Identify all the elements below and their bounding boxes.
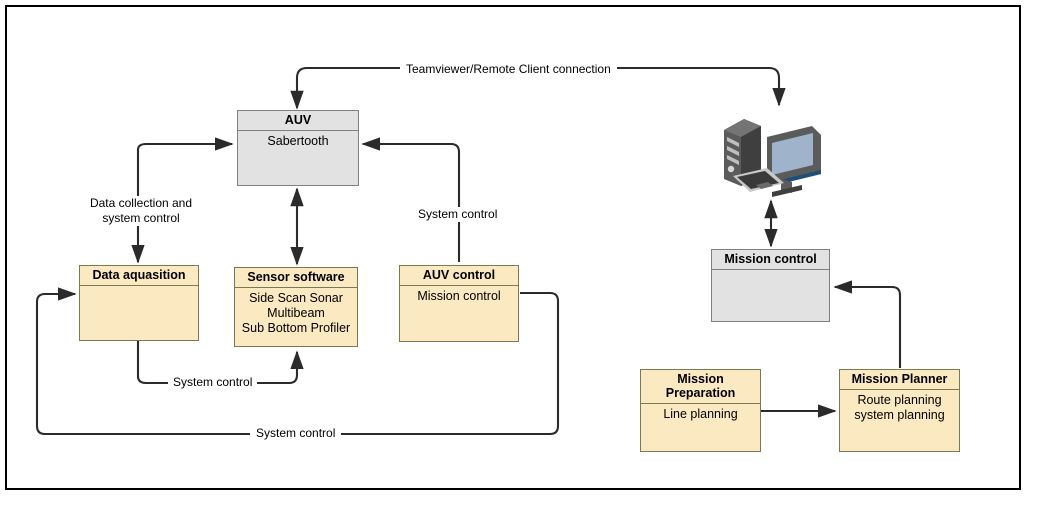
pc-monitor-icon	[767, 126, 821, 197]
pc-tower-icon	[724, 119, 761, 186]
node-mission-preparation[interactable]: Mission Preparation Line planning	[640, 369, 761, 452]
edge-label-system-control-bottom: System control	[250, 426, 342, 441]
pc-keyboard-icon	[733, 168, 784, 192]
edge-label-system-control-right: System control	[414, 207, 502, 222]
edge-label-data-collection: Data collection and system control	[75, 196, 207, 226]
node-mission-preparation-header: Mission Preparation	[641, 370, 760, 404]
node-mission-planner-body: Route planning system planning	[854, 393, 945, 422]
node-data-aquasition-header: Data aquasition	[80, 266, 198, 286]
node-sensor-software[interactable]: Sensor software Side Scan Sonar Multibea…	[234, 267, 358, 347]
node-auv-control-header: AUV control	[400, 266, 518, 286]
node-sensor-software-header: Sensor software	[235, 268, 357, 288]
node-mission-preparation-body: Line planning	[663, 407, 738, 421]
edge-label-system-control-mid: System control	[168, 375, 258, 390]
node-auv-control-body: Mission control	[417, 289, 501, 303]
node-mission-planner[interactable]: Mission Planner Route planning system pl…	[839, 369, 960, 452]
wire-system-control-right	[361, 137, 461, 262]
node-mission-control[interactable]: Mission control	[711, 249, 830, 322]
node-mission-control-body	[712, 270, 829, 273]
node-auv-header: AUV	[238, 111, 358, 131]
node-data-aquasition-body	[80, 286, 198, 289]
wire-data-collection-up	[136, 137, 234, 151]
wire-planner-to-mission-control	[833, 280, 902, 368]
node-auv-control[interactable]: AUV control Mission control	[399, 265, 519, 342]
node-mission-control-header: Mission control	[712, 250, 829, 270]
node-mission-planner-header: Mission Planner	[840, 370, 959, 390]
edge-label-teamviewer: Teamviewer/Remote Client connection	[400, 62, 617, 77]
diagram-frame	[5, 5, 1021, 490]
node-auv[interactable]: AUV Sabertooth	[237, 110, 359, 186]
node-sensor-software-body: Side Scan Sonar Multibeam Sub Bottom Pro…	[241, 291, 351, 335]
desktop-computer-icon	[724, 119, 821, 197]
node-auv-body: Sabertooth	[267, 134, 329, 148]
node-data-aquasition[interactable]: Data aquasition	[79, 265, 199, 341]
